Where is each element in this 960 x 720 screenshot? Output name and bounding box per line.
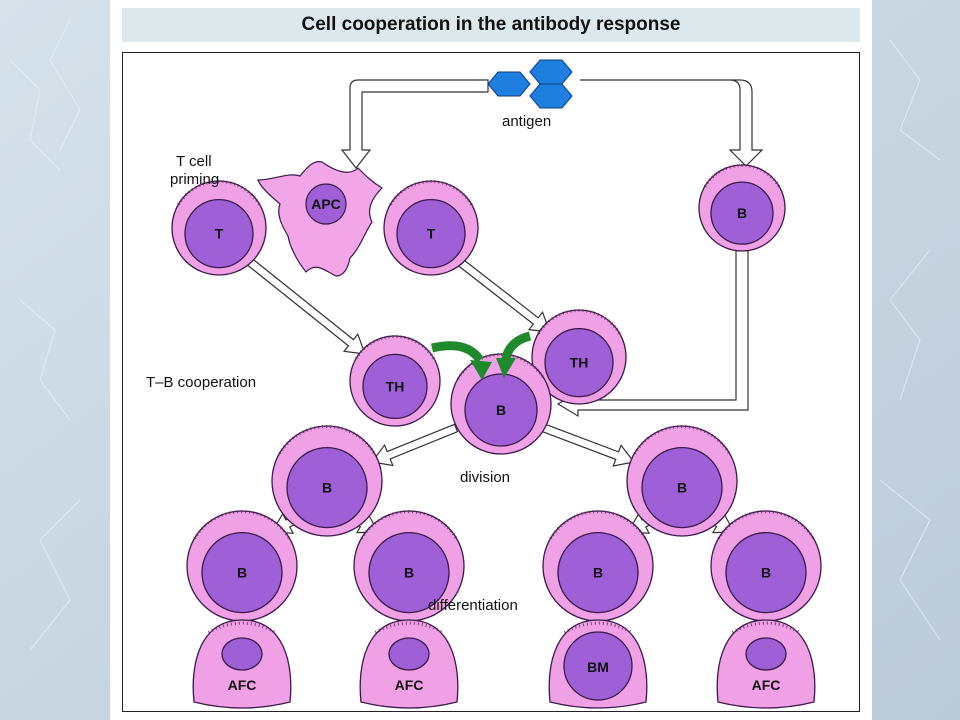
green-arrow-right-icon xyxy=(496,331,532,378)
cell-b-row3-1: B xyxy=(186,510,298,622)
cell-b-row3-3: B xyxy=(542,510,654,622)
antigen-to-apc-arrow xyxy=(340,79,489,169)
division-label: division xyxy=(460,469,510,486)
cell-label: B xyxy=(322,480,332,496)
cell-b-div-right: B xyxy=(626,425,738,537)
cell-label: B xyxy=(737,205,747,221)
antigen-icon xyxy=(487,59,573,109)
cell-label: AFC xyxy=(752,677,781,693)
cell-b-center: B xyxy=(450,353,552,455)
cell-t-left: T xyxy=(171,179,267,276)
antigen-label: antigen xyxy=(502,113,551,130)
antibody-response-diagram: antigen APC T T B TH TH B B B B B B B AFC AFC BM AFC T … xyxy=(146,59,822,709)
cell-b-div-left: B xyxy=(271,425,383,537)
slide: Cell cooperation in the antibody respons… xyxy=(110,0,872,720)
cell-label: TH xyxy=(570,355,589,371)
division-arrow-right xyxy=(541,423,636,467)
green-arrow-left-icon xyxy=(430,341,492,380)
cell-label: B xyxy=(677,480,687,496)
differentiation-label: differentiation xyxy=(428,597,518,614)
cell-t-right: T xyxy=(383,179,479,276)
cell-label: B xyxy=(593,565,603,581)
cell-label: AFC xyxy=(228,677,257,693)
cell-b-row3-2: B xyxy=(353,510,465,622)
cell-label: B xyxy=(237,565,247,581)
cell-label: B xyxy=(496,402,506,418)
cell-afc-1: AFC xyxy=(192,619,292,709)
apc-label: APC xyxy=(311,196,341,212)
cell-afc-4: AFC xyxy=(716,619,816,709)
cell-label: TH xyxy=(386,378,405,394)
cell-bm: BM xyxy=(548,619,648,709)
cell-label: T xyxy=(427,226,436,242)
cell-th-right: TH xyxy=(531,308,627,405)
cell-th-left: TH xyxy=(349,335,441,427)
cell-label: T xyxy=(215,226,224,242)
cell-label: BM xyxy=(587,659,609,675)
cell-label: B xyxy=(404,565,414,581)
t-cell-priming-label-1: T cell xyxy=(176,153,212,170)
division-arrow-left xyxy=(370,423,459,467)
cell-label: B xyxy=(761,565,771,581)
t-cell-priming-label-2: priming xyxy=(170,171,219,188)
cell-b-top: B xyxy=(698,164,786,252)
title-bar: Cell cooperation in the antibody respons… xyxy=(122,8,860,42)
apc-nucleus xyxy=(305,183,347,225)
antigen-to-b-arrow xyxy=(580,79,764,167)
page-title: Cell cooperation in the antibody respons… xyxy=(301,14,681,35)
tb-cooperation-label: T–B cooperation xyxy=(146,374,256,391)
cell-label: AFC xyxy=(395,677,424,693)
priming-arrow-right xyxy=(456,258,551,333)
priming-arrow-left xyxy=(246,258,366,355)
diagram-frame xyxy=(122,52,860,712)
cell-afc-2: AFC xyxy=(359,619,459,709)
cell-b-row3-4: B xyxy=(710,510,822,622)
